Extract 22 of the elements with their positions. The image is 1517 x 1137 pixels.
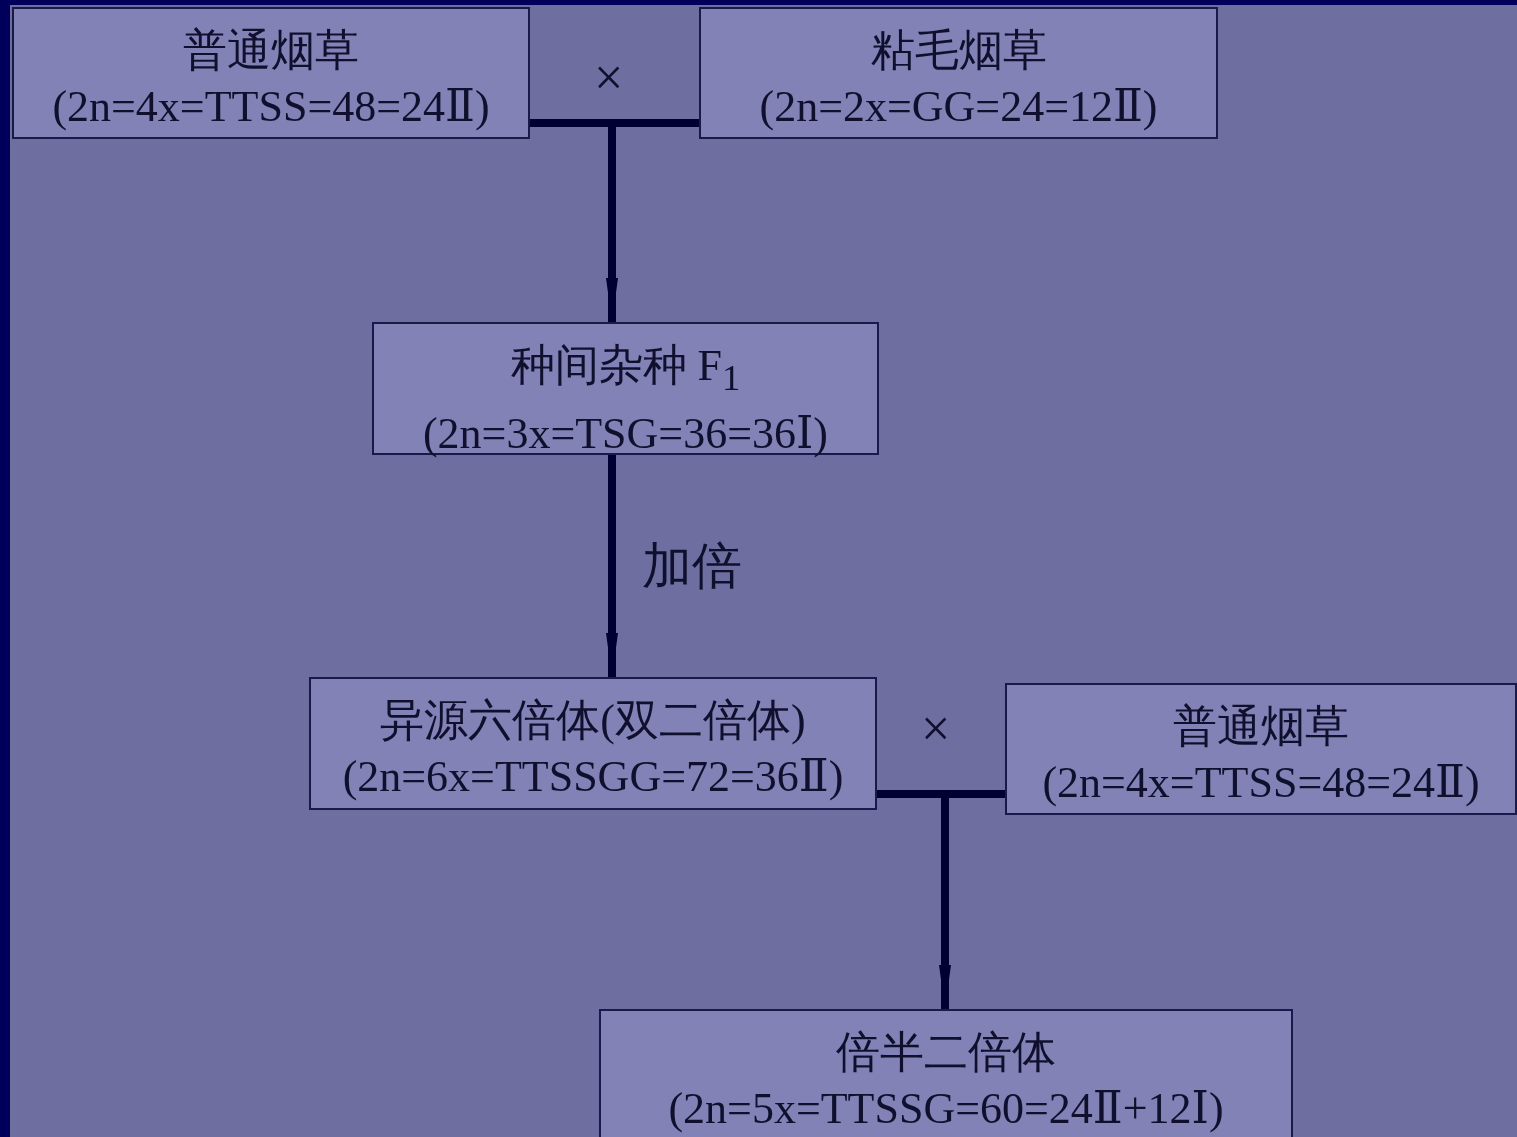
box-title: 粘毛烟草: [870, 25, 1047, 77]
species-box: [372, 322, 879, 455]
chromosome-formula: (2n=4x=TTSS=48=24Ⅱ): [52, 81, 490, 133]
cross-sign: ×: [921, 703, 951, 755]
box-title: 普通烟草: [183, 25, 359, 77]
box-title: 倍半二倍体: [836, 1027, 1056, 1079]
species-box: [1005, 683, 1517, 815]
chromosome-formula: (2n=4x=TTSS=48=24Ⅱ): [1042, 757, 1480, 809]
chromosome-formula: (2n=6x=TTSSGG=72=36Ⅱ): [342, 751, 844, 803]
box-title: 种间杂种 F$_{1}$: [510, 340, 741, 400]
arrow: [606, 455, 618, 677]
species-box: [12, 7, 530, 139]
chromosome-formula: (2n=2x=GG=24=12Ⅱ): [759, 81, 1158, 133]
edge-label: 加倍: [642, 540, 742, 592]
species-box: [699, 7, 1218, 139]
species-box: [309, 677, 877, 810]
chromosome-formula: (2n=5x=TTSSG=60=24Ⅱ+12Ⅰ): [668, 1083, 1224, 1135]
cross-sign: ×: [594, 52, 624, 104]
species-box: [599, 1009, 1293, 1137]
box-title: 普通烟草: [1173, 701, 1349, 753]
chromosome-formula: (2n=3x=TSG=36=36Ⅰ): [422, 407, 829, 460]
box-title: 异源六倍体(双二倍体): [380, 695, 806, 747]
